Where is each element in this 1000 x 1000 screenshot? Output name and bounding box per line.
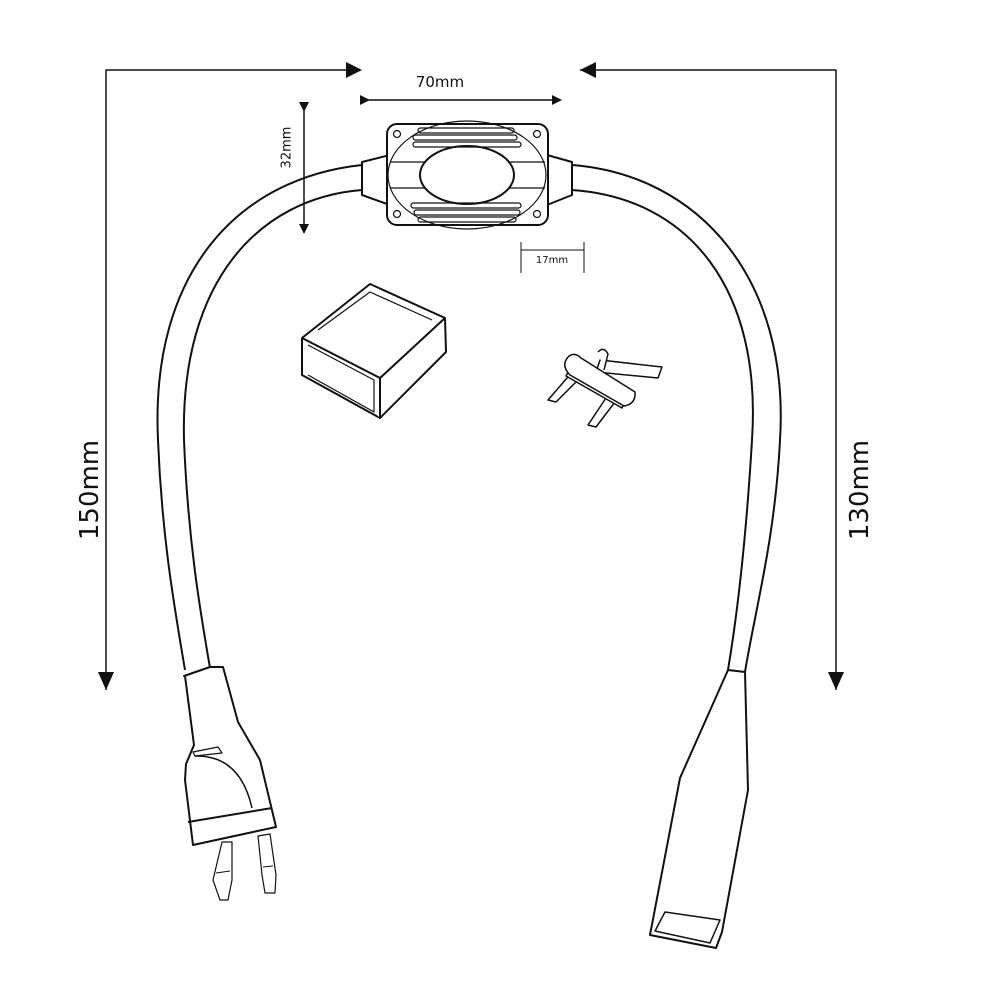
pin-connector-accessory xyxy=(547,348,663,428)
left-cable xyxy=(156,164,363,671)
right-length-arrow xyxy=(580,62,844,690)
left-length-arrow xyxy=(98,62,362,690)
height-label: 32mm xyxy=(279,126,295,169)
end-cap-accessory xyxy=(301,283,447,419)
diameter-marker xyxy=(520,242,585,273)
right-cable xyxy=(571,164,782,673)
power-plug xyxy=(183,666,277,901)
controller-box xyxy=(361,120,573,230)
right-length-label: 130mm xyxy=(845,439,875,541)
width-label: 70mm xyxy=(415,73,465,91)
end-connector xyxy=(649,669,749,949)
diameter-label: 17mm xyxy=(535,255,569,266)
left-length-label: 150mm xyxy=(75,439,105,541)
